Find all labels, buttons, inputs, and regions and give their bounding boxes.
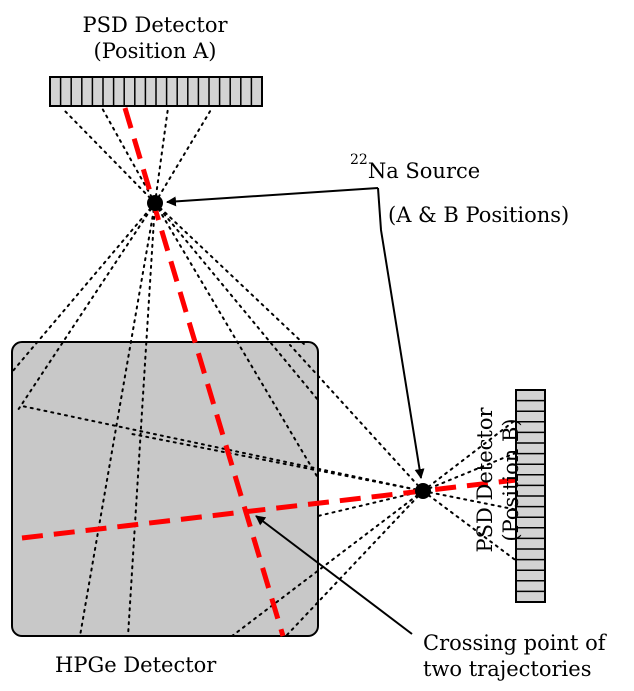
psd-a-label: PSD Detector (Position A) [55, 12, 255, 64]
psd-b-label: PSD Detector (Position B) [472, 380, 524, 580]
gamma-trajectories [21, 107, 517, 637]
source-positions-label: (A & B Positions) [388, 203, 570, 227]
source-mass-number: 22 [350, 152, 368, 168]
psd-b-label-line1: PSD Detector [473, 407, 497, 553]
psd-detector-b [515, 389, 546, 603]
trajectory-b [21, 477, 517, 541]
crossing-label-line2: two trajectories [423, 657, 592, 681]
crossing-label-line1: Crossing point of [423, 631, 606, 655]
source-b-dot [415, 483, 431, 499]
hpge-detector-block [11, 341, 319, 637]
psd-detector-a [49, 76, 263, 107]
psd-a-label-line1: PSD Detector [82, 13, 228, 37]
crossing-label: Crossing point of two trajectories [423, 630, 606, 682]
trajectory-a [122, 107, 286, 637]
source-label: 22Na Source [350, 152, 481, 184]
source-a-rays [11, 107, 319, 637]
arrow-to-source-b [377, 187, 425, 479]
source-element: Na Source [367, 159, 481, 183]
source-b-rays [21, 344, 519, 637]
psd-b-label-line2: (Position B) [499, 418, 523, 542]
arrow-to-source-a [166, 187, 379, 207]
psd-a-label-line2: (Position A) [93, 39, 217, 63]
source-a-dot [147, 195, 163, 211]
crossing-arrow [255, 515, 413, 635]
hpge-label: HPGe Detector [55, 653, 217, 677]
source-arrows [166, 187, 425, 479]
